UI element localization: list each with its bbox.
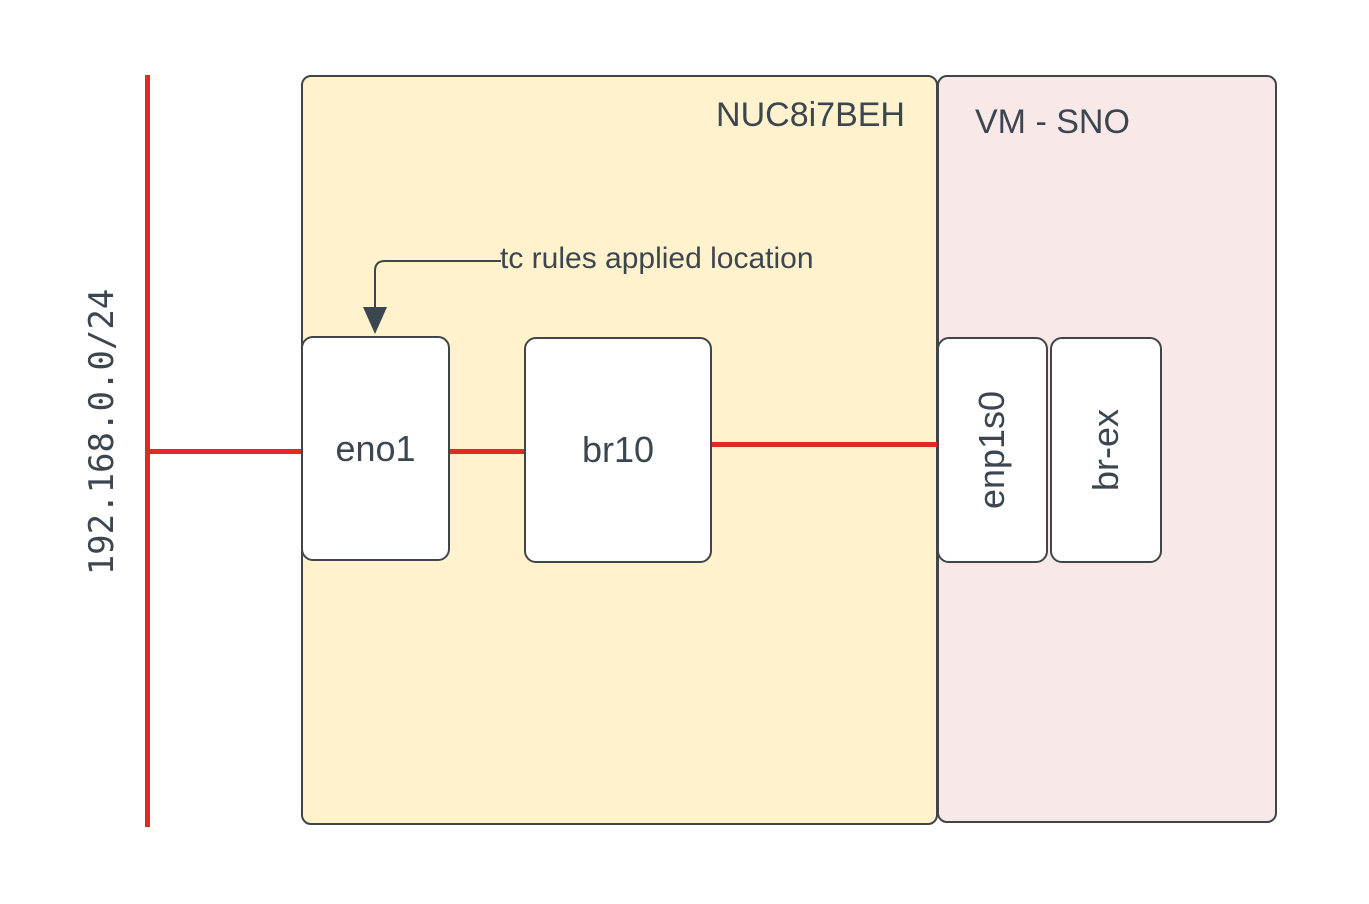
node-br-ex: br-ex [1050, 337, 1162, 563]
link-network-to-eno1 [148, 449, 303, 454]
network-segment-line [145, 75, 150, 827]
vm-label: VM - SNO [975, 103, 1130, 141]
annotation-label: tc rules applied location [500, 242, 814, 275]
node-br10: br10 [524, 337, 712, 563]
annotation-arrow-icon [363, 260, 501, 334]
link-eno1-to-br10 [448, 449, 526, 454]
node-br-ex-label: br-ex [1085, 408, 1126, 492]
node-br10-label: br10 [581, 429, 655, 470]
node-eno1-label: eno1 [335, 427, 416, 469]
node-enp1s0: enp1s0 [937, 337, 1048, 563]
host-label: NUC8i7BEH [716, 96, 905, 134]
network-cidr-label: 192.168.0.0/24 [82, 288, 122, 576]
node-eno1: eno1 [301, 336, 450, 561]
link-br10-to-enp1s0 [710, 442, 939, 447]
node-enp1s0-label: enp1s0 [971, 390, 1013, 510]
